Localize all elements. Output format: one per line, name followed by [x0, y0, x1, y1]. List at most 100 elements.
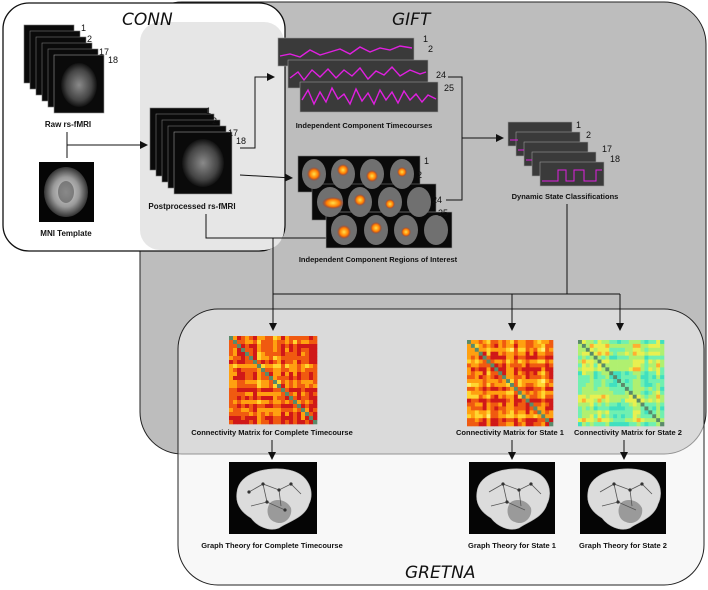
- matrix-cell: [257, 416, 262, 421]
- matrix-cell: [617, 367, 622, 372]
- matrix-cell: [541, 418, 546, 423]
- matrix-cell: [529, 359, 534, 364]
- matrix-cell: [644, 386, 649, 392]
- matrix-cell: [309, 380, 314, 385]
- matrix-cell: [490, 383, 495, 388]
- matrix-cell: [656, 402, 661, 407]
- matrix-cell: [541, 351, 546, 356]
- matrix-cell: [297, 364, 302, 369]
- matrix-cell: [506, 355, 511, 360]
- matrix-cell: [285, 392, 290, 397]
- matrix-cell: [597, 371, 602, 376]
- matrix-cell: [265, 344, 270, 349]
- matrix-cell: [478, 414, 483, 419]
- matrix-cell: [494, 379, 499, 384]
- matrix-cell: [648, 390, 653, 396]
- matrix-cell: [241, 404, 246, 409]
- matrix-cell: [502, 351, 507, 356]
- matrix-cell: [269, 356, 274, 361]
- matrix-cell: [632, 351, 637, 356]
- matrix-cell: [644, 359, 649, 364]
- matrix-cell: [265, 416, 270, 421]
- matrix-cell: [545, 343, 550, 349]
- matrix-cell: [506, 371, 511, 376]
- matrix-cell: [285, 388, 290, 393]
- matrix-cell: [529, 375, 534, 380]
- matrix-cell: [265, 396, 270, 401]
- matrix-cell: [289, 396, 294, 401]
- matrix-cell: [265, 404, 270, 409]
- matrix-cell: [233, 360, 238, 365]
- matrix-cell: [257, 376, 262, 381]
- matrix-cell: [285, 368, 290, 373]
- matrix-cell: [636, 386, 641, 392]
- matrix-cell: [521, 422, 526, 427]
- matrix-cell: [490, 343, 495, 349]
- matrix-cell: [613, 394, 618, 399]
- matrix-cell: [490, 406, 495, 411]
- matrix-cell: [525, 390, 530, 396]
- matrix-cell: [245, 352, 250, 357]
- matrix-cell: [541, 340, 546, 345]
- matrix-cell: [301, 356, 306, 361]
- matrix-cell: [257, 388, 262, 393]
- matrix-cell: [510, 355, 515, 360]
- matrix-cell: [545, 410, 550, 415]
- matrix-cell: [233, 348, 238, 353]
- matrix-cell: [245, 344, 250, 349]
- matrix-cell: [265, 412, 270, 417]
- matrix-cell: [521, 375, 526, 380]
- matrix-cell: [474, 367, 480, 372]
- matrix-cell: [498, 410, 503, 415]
- matrix-cell: [601, 414, 606, 419]
- matrix-cell: [281, 404, 286, 409]
- matrix-cell: [277, 372, 282, 377]
- matrix-cell: [640, 386, 645, 392]
- matrix-cell: [265, 420, 270, 425]
- matrix-cell: [265, 348, 270, 353]
- matrix-cell: [644, 390, 649, 396]
- matrix-cell: [233, 384, 238, 389]
- matrix-cell: [644, 355, 649, 360]
- matrix-cell: [510, 390, 515, 396]
- matrix-cell: [470, 414, 476, 419]
- matrix-cell: [289, 416, 294, 421]
- matrix-cell: [305, 368, 310, 373]
- matrix-cell: [613, 414, 618, 419]
- matrix-cell: [617, 343, 622, 349]
- matrix-cell: [245, 404, 250, 409]
- matrix-cell: [545, 418, 550, 423]
- matrix-cell: [644, 351, 649, 356]
- matrix-cell: [521, 386, 526, 392]
- matrix-cell: [537, 394, 542, 399]
- matrix-cell: [578, 422, 583, 427]
- matrix-cell: [581, 390, 587, 396]
- matrix-cell: [229, 372, 234, 377]
- matrix-cell: [589, 394, 594, 399]
- matrix-cell: [597, 406, 602, 411]
- matrix-cell: [636, 379, 641, 384]
- matrix-cell: [293, 388, 298, 393]
- matrix-cell: [589, 410, 594, 415]
- matrix-cell: [617, 406, 622, 411]
- matrix-cell: [470, 406, 476, 411]
- matrix-cell: [277, 392, 282, 397]
- matrix-cell: [265, 384, 270, 389]
- matrix-cell: [478, 363, 483, 368]
- matrix-cell: [478, 406, 483, 411]
- matrix-cell: [621, 355, 626, 360]
- matrix-cell: [289, 400, 294, 405]
- matrix-cell: [609, 386, 614, 392]
- matrix-cell: [609, 351, 614, 356]
- matrix-cell: [589, 359, 594, 364]
- matrix-cell: [233, 392, 238, 397]
- matrix-cell: [281, 416, 286, 421]
- matrix-cell: [257, 408, 262, 413]
- matrix-cell: [585, 406, 591, 411]
- matrix-cell: [541, 355, 546, 360]
- matrix-cell: [486, 375, 491, 380]
- matrix-cell: [297, 388, 302, 393]
- matrix-cell: [636, 406, 641, 411]
- matrix-cell: [229, 400, 234, 405]
